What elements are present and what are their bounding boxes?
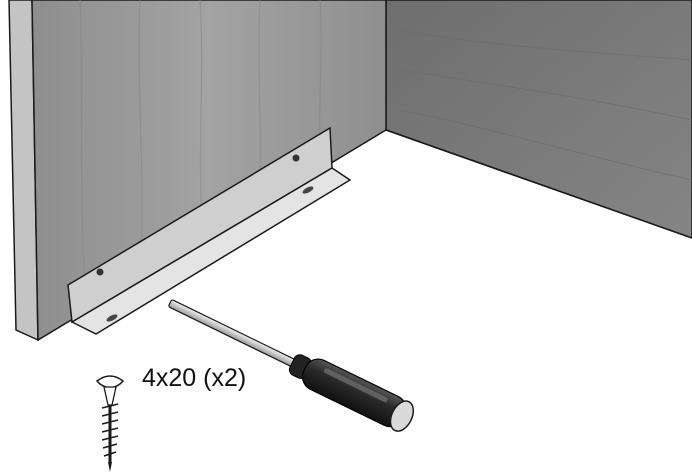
angle-bracket-icon bbox=[67, 126, 352, 335]
screwdriver-icon bbox=[168, 299, 415, 432]
bracket-hole-icon bbox=[96, 268, 104, 276]
back-panel bbox=[385, 0, 692, 239]
bracket-slot-icon bbox=[302, 186, 314, 194]
screw-quantity-label: 4x20 (x2) bbox=[142, 364, 247, 392]
screw-icon bbox=[95, 375, 125, 472]
floor-edge bbox=[385, 129, 692, 239]
bracket-hole-icon bbox=[292, 154, 300, 162]
bracket-slot-icon bbox=[106, 314, 118, 322]
